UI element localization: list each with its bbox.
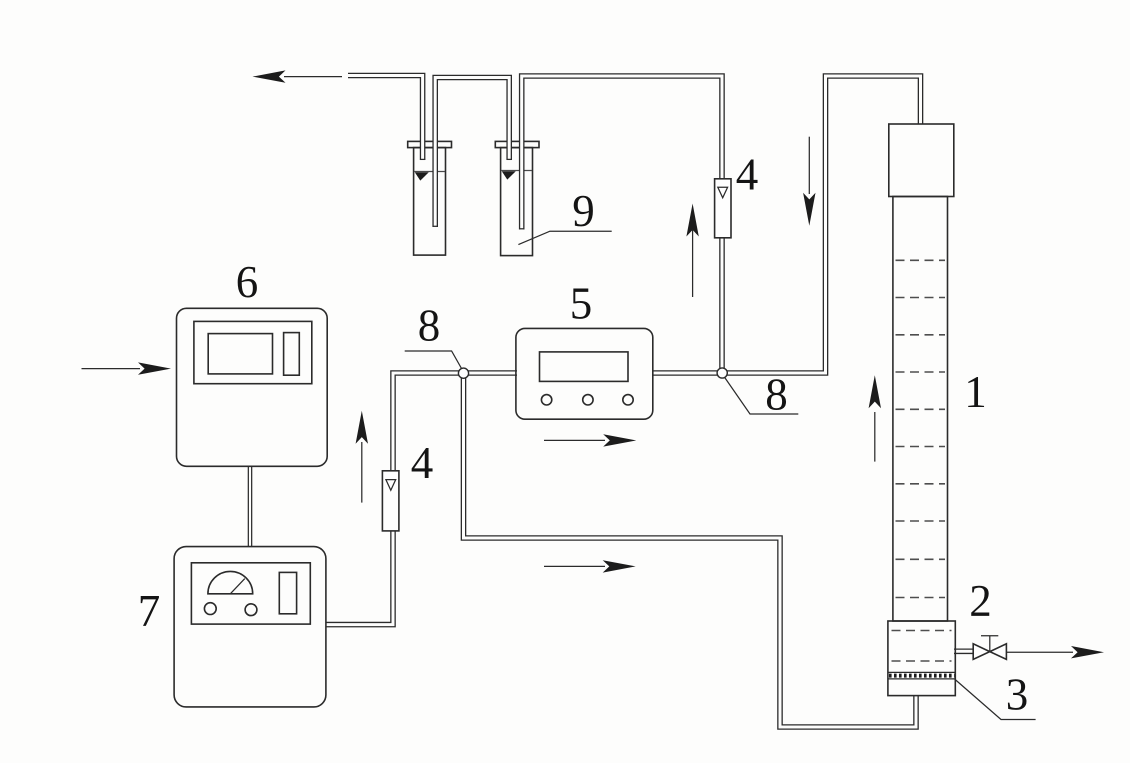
flowmeter-top <box>713 178 732 239</box>
label-controller: 5 <box>570 279 593 329</box>
porous-plate <box>888 671 955 680</box>
instrument-upper-panel <box>193 320 313 385</box>
tube-left-body <box>412 146 447 256</box>
arrowhead-left-icon <box>252 70 286 83</box>
instrument-upper-switch <box>282 331 301 377</box>
flowmeter-left-tube <box>381 469 400 532</box>
tube-right-liquid-mark <box>501 171 516 180</box>
arrowhead-down-icon <box>803 192 816 226</box>
leader-absorption-tubes <box>518 230 612 246</box>
arrow-right-below-controller <box>544 434 637 447</box>
knob-left <box>203 601 218 616</box>
leader-porous-plate <box>953 678 1036 721</box>
column-head <box>887 123 955 198</box>
instrument-lower-switch <box>278 571 298 615</box>
arrow-up-column <box>868 375 881 462</box>
column-packing <box>895 259 945 599</box>
instrument-upper-case <box>175 307 328 468</box>
flowmeter-left-float <box>384 478 397 492</box>
controller-case <box>515 327 654 420</box>
label-column: 1 <box>964 367 987 417</box>
arrow-up-flowmeter-top <box>686 203 699 297</box>
pipework <box>247 72 974 730</box>
arrow-up-flowmeter-left <box>355 410 368 503</box>
controller-button-2 <box>581 393 594 406</box>
label-flowmeter-left: 4 <box>411 438 434 488</box>
tube-right-stopper <box>494 140 540 149</box>
label-instrument-upper: 6 <box>236 257 259 307</box>
arrowhead-right-icon <box>602 560 636 573</box>
tube-left-liquid-mark <box>414 172 429 181</box>
controller-display <box>538 351 629 383</box>
controller-unit <box>515 327 654 420</box>
label-absorption-tubes: 9 <box>572 186 595 236</box>
pipe-exhaust-to-tube-left <box>348 72 426 160</box>
pipe-junction-right-to-column-top <box>722 73 924 376</box>
flow-arrows <box>81 70 881 573</box>
valve-outlet-arrowhead-icon <box>1071 646 1104 659</box>
valve-body-right <box>987 642 1008 661</box>
absorption-tube-left <box>406 140 453 256</box>
flowmeter-top-tube <box>713 178 732 239</box>
packed-column <box>887 123 957 697</box>
leader-lines <box>404 230 1036 721</box>
drain-valve <box>972 635 1104 661</box>
knob-right <box>244 602 258 617</box>
tube-right-body <box>499 146 534 257</box>
arrow-right-bottom-line <box>544 560 636 573</box>
valve-body-left <box>972 642 992 661</box>
leader-junction-right <box>721 373 799 415</box>
pipe-tube-left-to-tube-right <box>432 74 512 227</box>
flowmeter-left <box>381 469 400 532</box>
arrowhead-up-icon <box>355 410 368 444</box>
junction-left-node <box>457 367 470 380</box>
arrowhead-up-icon <box>868 375 881 409</box>
instrument-lower-panel <box>190 561 312 625</box>
reference-numerals: 1 2 3 4 4 5 6 7 8 8 9 <box>138 150 1029 720</box>
controller-button-3 <box>621 393 634 406</box>
instrument-upper-display <box>207 332 274 375</box>
label-porous-plate: 3 <box>1006 670 1029 720</box>
gauge-needle <box>229 578 246 595</box>
arrow-down-return-pipe <box>803 136 816 226</box>
pipe-junction-left-to-column-bottom <box>460 373 919 730</box>
junction-right-node <box>716 367 729 379</box>
arrowhead-up-icon <box>686 203 699 237</box>
arrow-feed-into-instrument-upper <box>81 362 171 375</box>
leader-junction-left <box>404 350 465 373</box>
column-sump <box>887 620 957 697</box>
instrument-lower-case <box>173 545 327 708</box>
gauge-dial <box>207 570 254 595</box>
arrow-exhaust-left <box>252 70 342 83</box>
label-instrument-lower: 7 <box>138 586 161 636</box>
absorption-tube-right <box>494 140 540 257</box>
tube-left-stopper <box>406 140 453 149</box>
label-flowmeter-top: 4 <box>736 150 759 200</box>
arrowhead-right-icon <box>138 362 171 375</box>
instrument-lower <box>173 545 327 708</box>
flowmeter-top-float <box>716 186 729 200</box>
label-junction-right: 8 <box>765 370 788 420</box>
controller-button-1 <box>540 393 553 406</box>
instrument-upper <box>175 307 328 468</box>
label-junction-left: 8 <box>418 301 441 351</box>
arrowhead-right-icon <box>603 434 637 447</box>
label-drain-valve: 2 <box>969 576 992 626</box>
